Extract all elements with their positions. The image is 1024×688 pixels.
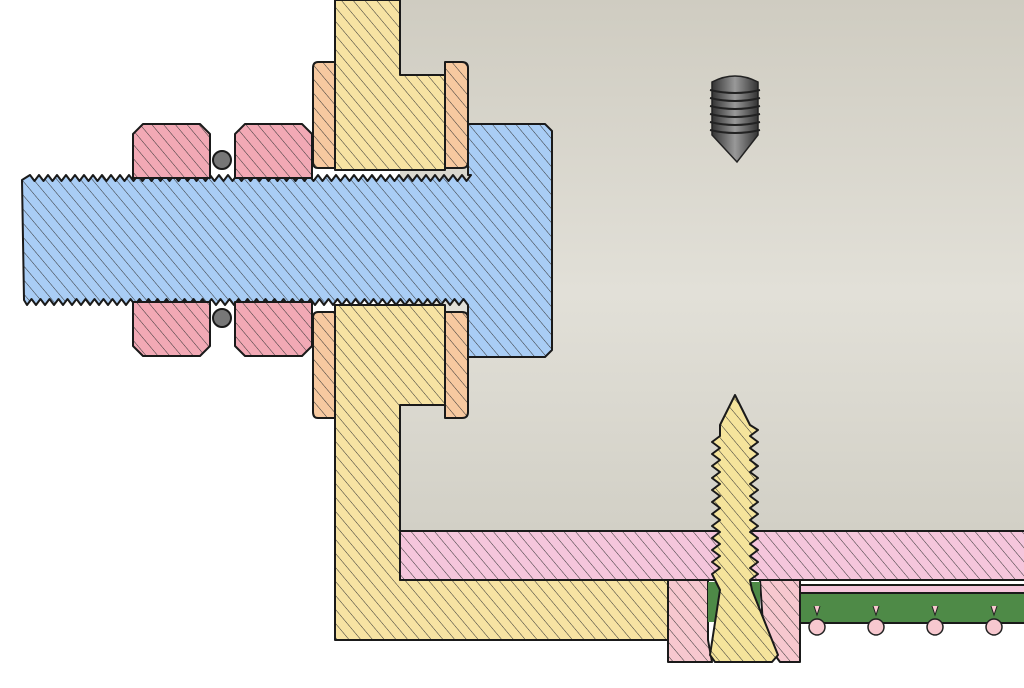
washer-right-top	[444, 61, 469, 169]
set-screw	[709, 75, 761, 164]
lock-ring-top	[212, 150, 232, 170]
pcb-pin	[926, 605, 944, 636]
nut-1-top	[132, 123, 211, 179]
nut-2-top	[234, 123, 313, 179]
lock-ring-bottom	[212, 308, 232, 328]
pcb-board	[799, 592, 1024, 624]
nut-2-bottom	[234, 301, 313, 357]
wood-screw-section	[709, 394, 779, 663]
pcb-pin	[867, 605, 885, 636]
washer-left-top	[312, 61, 336, 169]
washer-left-bottom	[312, 311, 336, 419]
washer-right-bottom	[444, 311, 469, 419]
nut-1-bottom	[132, 301, 211, 357]
bolt-section	[21, 123, 553, 358]
pcb-pin	[808, 605, 826, 636]
pcb-pin	[985, 605, 1003, 636]
pcb-top-layer	[799, 584, 1024, 594]
pcb-pins	[808, 605, 1003, 636]
